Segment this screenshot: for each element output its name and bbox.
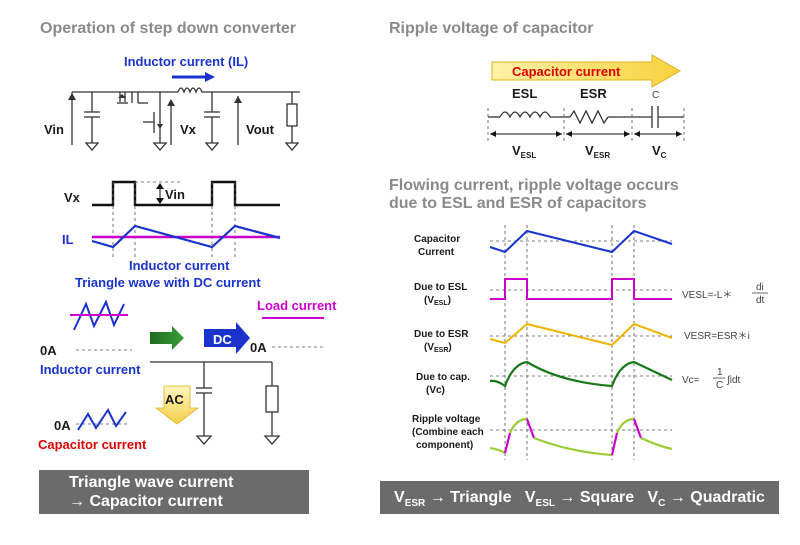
- vin-label: Vin: [44, 122, 64, 137]
- vout-label: Vout: [246, 122, 275, 137]
- capacitor-current-arrow: [491, 54, 682, 88]
- il-waveform: [91, 224, 281, 249]
- eq-esl-num: di: [756, 282, 764, 293]
- banner-v1: V: [394, 489, 405, 506]
- eq-esr: VESR=ESR＊i: [684, 331, 750, 342]
- banner-text-1: → Triangle V: [425, 489, 536, 506]
- row-label-esr: Due to ESR(VESR): [414, 329, 469, 354]
- row-label-cap: Due to cap.(Vc): [416, 372, 470, 396]
- esl-esr-c-model: [487, 106, 685, 144]
- dc-arrow: [204, 322, 250, 354]
- vx-label: Vx: [180, 122, 197, 137]
- left-banner-line-2: → Capacitor current: [69, 493, 223, 510]
- inductor-current-arrow: [172, 72, 215, 82]
- right-title: Ripple voltage of capacitor: [389, 20, 593, 37]
- wave-vin-label: Vin: [165, 187, 185, 202]
- right-subtitle-2: due to ESL and ESR of capacitors: [389, 195, 647, 212]
- zero-a-label-3: 0A: [54, 418, 71, 433]
- eq-c-den: C: [716, 380, 723, 391]
- banner-sub-esr: ESR: [404, 498, 426, 510]
- capacitor-current-text: Capacitor current: [38, 437, 147, 452]
- right-subtitle-1: Flowing current, ripple voltage occurs: [389, 177, 679, 194]
- v-c-label: VC: [652, 143, 667, 160]
- esr-label: ESR: [580, 86, 607, 101]
- left-banner: Triangle wave current → Capacitor curren…: [39, 470, 309, 514]
- wave-caption-2: Triangle wave with DC current: [75, 275, 261, 290]
- load-current-label: Load current: [257, 298, 337, 313]
- left-banner-line-1: Triangle wave current: [69, 474, 234, 491]
- wave-caption-1: Inductor current: [129, 258, 230, 273]
- zero-a-label-1: 0A: [40, 343, 57, 358]
- esr-trace: [489, 322, 673, 347]
- ac-arrow: [154, 385, 200, 425]
- wave-vx-label: Vx: [64, 190, 81, 205]
- wave-il-label: IL: [62, 232, 74, 247]
- dc-label: DC: [213, 332, 232, 347]
- esl-label: ESL: [512, 86, 537, 101]
- ac-label: AC: [165, 392, 184, 407]
- esl-trace: [490, 278, 672, 300]
- zero-a-label-2: 0A: [250, 340, 267, 355]
- eq-esl-den: dt: [756, 295, 765, 306]
- cap-current-arrow-label: Capacitor current: [512, 64, 621, 79]
- ripple-trace: [489, 417, 673, 457]
- capacitor-current-wave: [76, 408, 128, 431]
- inductor-current-wave: [70, 299, 132, 351]
- capacitor-current-trace: [489, 229, 673, 254]
- banner-text-3: → Quadratic: [665, 489, 765, 506]
- banner-text-2: → Square V: [554, 489, 659, 506]
- eq-c-pre: Vc=: [682, 375, 700, 386]
- eq-esl: VESL=-L＊: [682, 290, 732, 301]
- left-title: Operation of step down converter: [40, 20, 296, 37]
- eq-c-post: ∫idt: [726, 375, 741, 386]
- v-esr-label: VESR: [585, 143, 610, 160]
- banner-sub-esl: ESL: [535, 498, 555, 510]
- right-banner: VESR → Triangle VESL → Square VC → Quadr…: [380, 481, 779, 514]
- vx-waveform: [92, 180, 280, 258]
- buck-converter-circuit: [68, 87, 300, 151]
- inductor-current-text: Inductor current: [40, 362, 141, 377]
- eq-c-num: 1: [717, 367, 723, 378]
- row-label-esl: Due to ESL(VESL): [414, 282, 467, 307]
- c-label: C: [652, 90, 659, 101]
- decomposition-circuit: [150, 361, 281, 445]
- banner-sub-c: C: [658, 498, 666, 510]
- v-esl-label: VESL: [512, 143, 536, 160]
- inductor-current-label: Inductor current (IL): [124, 54, 248, 69]
- green-arrow-icon: [150, 326, 184, 350]
- cap-trace: [489, 360, 673, 388]
